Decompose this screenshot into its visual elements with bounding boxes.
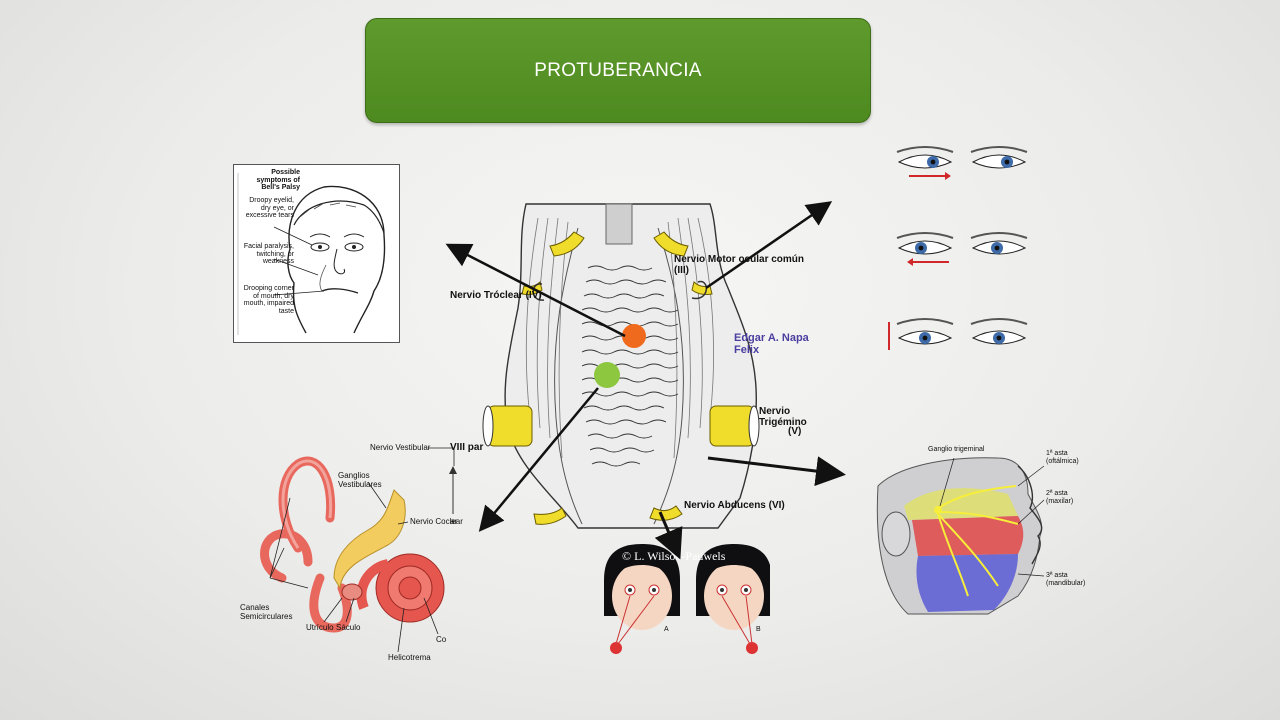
label-motor-ocular: Nervio Motor ocular común (III)	[674, 254, 805, 276]
bells-heading: Possible symptoms of Bell's Palsy	[256, 169, 300, 192]
label-troclear: Nervio Tróclear (IV)	[450, 290, 542, 301]
orange-marker	[622, 324, 646, 348]
label-rama3: 3ª asta (mandibular)	[1046, 572, 1086, 587]
up-arrow-icon	[449, 466, 457, 514]
bells-item-face: Facial paralysis, twitching, or weakness	[243, 243, 294, 266]
label-rama2: 2ª asta (maxilar)	[1046, 490, 1074, 505]
inner-ear-panel: Nervio Vestibular Ganglios Vestibulares …	[238, 438, 484, 670]
trigeminal-svg	[876, 457, 1045, 615]
author-credit: Edgar A. Napa Felix	[734, 332, 809, 357]
face-sketch	[237, 173, 386, 335]
bells-palsy-panel: Possible symptoms of Bell's Palsy Droopy…	[233, 164, 400, 343]
label-coclear: Nervio Coclear	[410, 517, 463, 526]
label-trigemino-num: (V)	[788, 426, 802, 437]
label-vestibular: Nervio Vestibular	[370, 443, 431, 452]
label-viii-par: VIII par	[450, 442, 484, 453]
wilson-pauwels-panel: © L. Wilson-Pauwels A B	[600, 540, 772, 664]
label-b: B	[756, 626, 761, 633]
green-marker	[594, 362, 620, 388]
eye-row-3	[888, 318, 1028, 350]
label-trigemino: Nervio Trigémino	[759, 406, 807, 428]
label-utriculo: Utrículo	[306, 623, 334, 632]
label-helicotrema: Helicotrema	[388, 653, 431, 662]
brainstem-svg	[482, 203, 760, 529]
label-saculo: Sáculo	[336, 623, 361, 632]
face-b	[696, 544, 772, 654]
label-a: A	[664, 626, 669, 633]
slide-title: PROTUBERANCIA	[534, 59, 702, 81]
title-box: PROTUBERANCIA	[365, 18, 871, 123]
two-faces	[604, 544, 772, 654]
eye-row-1	[896, 146, 1028, 180]
label-co: Co	[436, 635, 447, 644]
copyright-text: © L. Wilson-Pauwels	[622, 549, 726, 563]
label-canales: Canales Semicirculares	[240, 603, 293, 621]
trigeminal-panel: Ganglio trigeminal 1ª asta (oftálmica) 2…	[868, 446, 1092, 622]
eye-movement-panel	[887, 140, 1047, 352]
label-rama1: 1ª asta (oftálmica)	[1046, 450, 1079, 465]
face-a	[604, 544, 680, 654]
label-abducens: Nervio Abducens (VI)	[684, 500, 785, 511]
label-ganglio: Ganglio trigeminal	[928, 446, 985, 453]
brainstem-diagram: Nervio Motor ocular común (III) Nervio T…	[450, 198, 818, 532]
eye-row-2	[896, 232, 1028, 266]
bells-item-mouth: Drooping corner of mouth, dry mouth, imp…	[243, 285, 294, 316]
bells-item-eye: Droopy eyelid, dry eye, or excessive tea…	[245, 197, 294, 220]
label-ganglios: Ganglios Vestibulares	[338, 471, 382, 489]
eye-rows	[888, 146, 1028, 350]
label-stub: ar	[450, 517, 458, 526]
inner-ear-svg	[260, 447, 455, 653]
